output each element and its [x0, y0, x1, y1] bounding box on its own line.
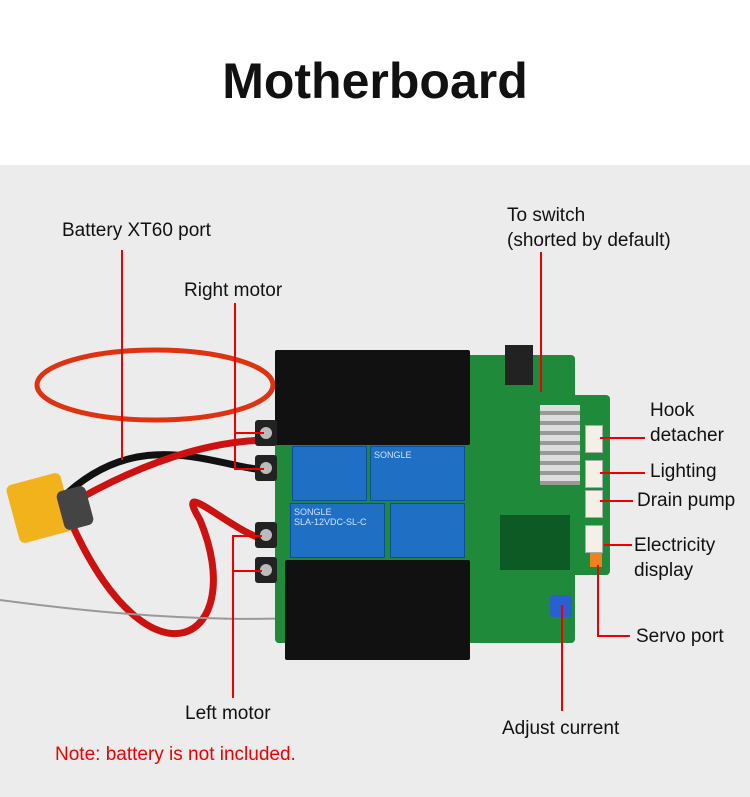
label-battery: Battery XT60 port: [62, 220, 211, 241]
regulator: [505, 345, 533, 385]
page-title: Motherboard: [222, 53, 528, 109]
relay-cover-top: [275, 350, 470, 445]
terminal: [255, 522, 277, 548]
label-hook-2: detacher: [650, 425, 724, 446]
display-pointer: [604, 544, 632, 546]
relay-model: SLA-12VDC-SL-C: [294, 517, 367, 527]
right-motor-branch: [234, 432, 264, 434]
servo-pointer: [597, 565, 599, 637]
relay: [292, 446, 367, 501]
relay-brand: SONGLE: [294, 507, 332, 517]
left-motor-branch: [232, 570, 262, 572]
right-motor-branch: [234, 468, 264, 470]
connector-hook: [585, 425, 603, 453]
relay: SONGLE: [370, 446, 465, 501]
relay-cover-bottom: [285, 560, 470, 660]
label-hook-1: Hook: [650, 400, 695, 421]
red-wire: [58, 436, 271, 514]
label-to-switch: To switch (shorted by default): [507, 203, 671, 253]
red-wire-loop: [34, 347, 276, 423]
lighting-pointer: [600, 472, 645, 474]
heatsink: [540, 405, 580, 485]
label-hook: Hook detacher: [650, 398, 724, 448]
label-left-motor: Left motor: [185, 703, 271, 724]
adjust-pointer: [561, 605, 563, 711]
label-display-2: display: [634, 560, 694, 581]
red-wire-2: [66, 498, 271, 638]
xt60-connector-icon: [6, 473, 94, 543]
connector-drain: [585, 490, 603, 518]
relay-brand: SONGLE: [374, 450, 412, 460]
hook-pointer: [600, 437, 645, 439]
left-motor-pointer: [232, 535, 234, 698]
label-display-1: Electricity: [634, 535, 716, 556]
terminal: [255, 455, 277, 481]
label-adjust: Adjust current: [502, 718, 620, 739]
relay: [390, 503, 465, 558]
label-servo: Servo port: [636, 626, 724, 647]
label-lighting: Lighting: [650, 461, 717, 482]
drain-pointer: [600, 500, 633, 502]
label-to-switch-2: (shorted by default): [507, 230, 671, 251]
left-motor-branch: [232, 535, 262, 537]
note-battery: Note: battery is not included.: [55, 744, 296, 765]
control-module: [500, 515, 570, 570]
label-drain: Drain pump: [637, 490, 736, 511]
label-display: Electricity display: [634, 533, 715, 583]
label-right-motor: Right motor: [184, 280, 283, 301]
connector-lighting: [585, 460, 603, 488]
terminal: [255, 557, 277, 583]
battery-pointer: [121, 250, 123, 460]
right-motor-pointer: [234, 303, 236, 470]
switch-pointer: [540, 252, 542, 392]
connector-display: [585, 525, 603, 553]
terminal: [255, 420, 277, 446]
label-to-switch-1: To switch: [507, 205, 586, 226]
servo-connector: [590, 553, 602, 567]
servo-pointer-h: [597, 635, 630, 637]
